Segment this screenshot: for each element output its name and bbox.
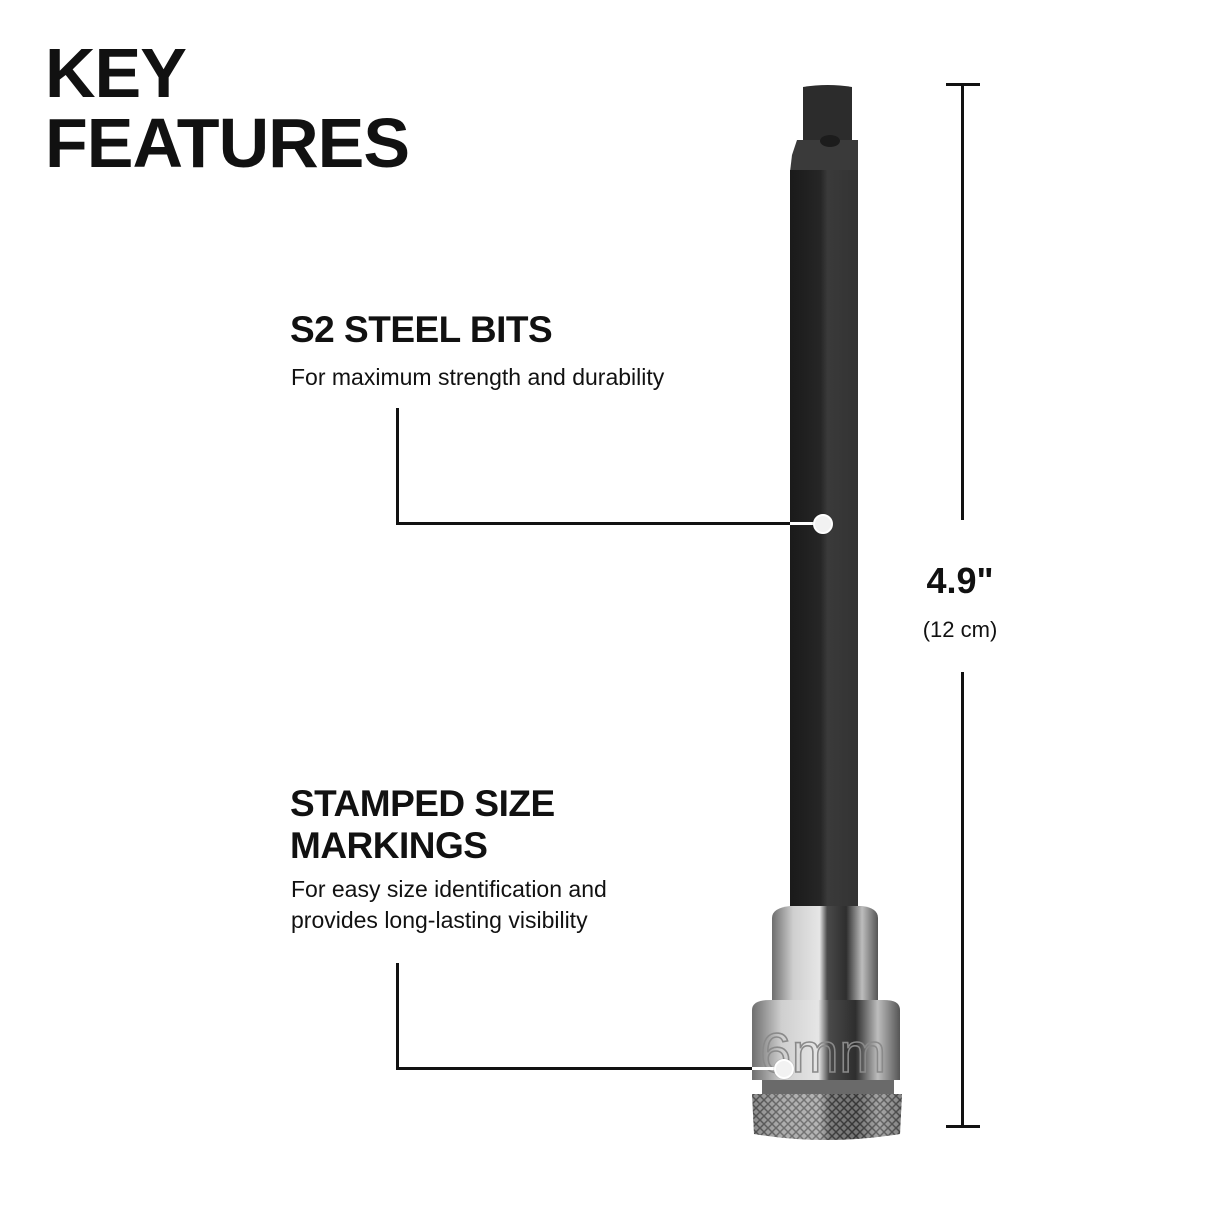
callout-line-horizontal-2 (396, 1067, 752, 1070)
callout-line-horizontal-1 (396, 522, 790, 525)
dimension-line-bottom (961, 672, 964, 1127)
dimension-cap-bottom (946, 1125, 980, 1128)
title-line-2: FEATURES (45, 104, 410, 182)
callout-connector-1 (790, 522, 814, 525)
callout-connector-2 (752, 1067, 776, 1070)
feature-description-s2-steel: For maximum strength and durability (291, 364, 665, 390)
feature-description-stamped: For easy size identification and provide… (291, 874, 607, 936)
feature-heading-line-1: STAMPED SIZE (290, 783, 555, 824)
dimension-line-top (961, 83, 964, 520)
callout-line-vertical-1 (396, 408, 399, 525)
title-line-1: KEY (45, 34, 187, 112)
bit-tip (790, 85, 858, 172)
feature-heading-s2-steel: S2 STEEL BITS (290, 309, 553, 350)
dimension-length-metric: (12 cm) (922, 617, 998, 642)
callout-line-vertical-2 (396, 963, 399, 1070)
feature-heading-stamped: STAMPED SIZE MARKINGS (290, 783, 555, 867)
callout-dot-2 (774, 1059, 794, 1079)
feature-description-line-1: For easy size identification and (291, 876, 607, 902)
socket: 6mm (752, 906, 902, 1140)
page-title: KEY FEATURES (45, 34, 410, 182)
feature-description-line-2: provides long-lasting visibility (291, 907, 588, 933)
callout-dot-1 (813, 514, 833, 534)
feature-heading-line-2: MARKINGS (290, 825, 488, 866)
bit-shaft (790, 170, 858, 915)
dimension-length-imperial: 4.9" (926, 560, 994, 601)
